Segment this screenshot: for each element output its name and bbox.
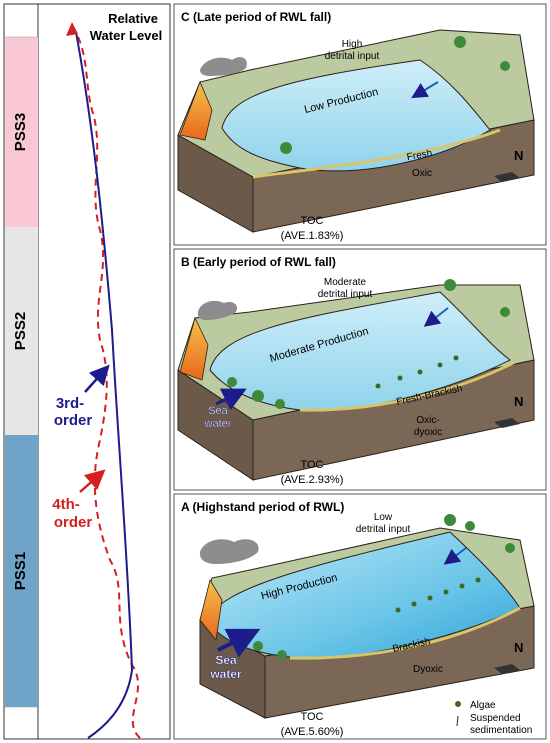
tree: [500, 307, 510, 317]
panel-a-smoke: [199, 539, 259, 564]
panel-a-sea-arrow: [217, 628, 261, 658]
tree: [500, 61, 510, 71]
algae-dot: [397, 375, 403, 381]
algae-dot: [475, 577, 481, 583]
tree: [277, 650, 287, 660]
panel-a-detrital-line1: Low: [374, 512, 393, 523]
legend-suspended-line2: sedimentation: [470, 725, 532, 736]
legend-algae-label: Algae: [470, 700, 496, 711]
panel-b-toc-value: (AVE.2.93%): [281, 474, 344, 486]
panel-b-north-arrow: [494, 418, 520, 428]
panel-a-toc-value: (AVE.5.60%): [281, 726, 344, 738]
tree: [252, 390, 264, 402]
panel-c-toc-value: (AVE.1.83%): [281, 230, 344, 242]
panel-b-sea-arrow: [215, 388, 247, 411]
panel-b-north: N: [514, 394, 523, 409]
panel-a-sea-line2: water: [209, 667, 242, 681]
fourth-order-pointer: [79, 469, 106, 493]
third-order-pointer: [84, 364, 110, 393]
third-order-label-line1: 3rd-: [56, 395, 84, 412]
panel-c-toc-label: TOC: [300, 215, 323, 227]
panel-a-detrital-line2: detrital input: [356, 524, 411, 535]
relative-water-level-column: PSS3 PSS2 PSS1 Relative Water Level 3rd-…: [3, 3, 171, 740]
algae-dot: [427, 595, 433, 601]
panel-c-title: C (Late period of RWL fall): [181, 10, 331, 24]
panel-b-volcano: [179, 316, 209, 381]
panel-c-detrital-line1: High: [342, 39, 363, 50]
tree: [444, 279, 456, 291]
panel-a: A (Highstand period of RWL) Low detrital…: [173, 493, 547, 740]
legend-algae-symbol: [455, 701, 461, 707]
algae-dot: [395, 607, 401, 613]
tree: [454, 36, 466, 48]
panel-c-detrital-line2: detrital input: [325, 51, 380, 62]
tree: [275, 399, 285, 409]
pss2-band: [5, 227, 38, 435]
pss3-label: PSS3: [12, 113, 29, 151]
panel-b-redox-line2: dyoxic: [414, 427, 442, 438]
panel-c-smoke: [200, 57, 247, 76]
panel-b-toc-label: TOC: [300, 459, 323, 471]
panel-c-north-arrow: [494, 172, 520, 182]
legend-suspended-line1: Suspended: [470, 713, 521, 724]
panel-c-flow-arrow: [411, 81, 439, 99]
panel-b-title: B (Early period of RWL fall): [181, 255, 336, 269]
column-frame: [3, 3, 171, 740]
panel-b-redox-line1: Oxic-: [416, 415, 439, 426]
algae-dot: [417, 369, 423, 375]
panel-b-smoke: [197, 300, 238, 320]
third-order-label-line2: order: [54, 412, 93, 429]
fourth-order-curve: [71, 24, 141, 739]
panel-c-volcano: [179, 80, 213, 141]
tree: [227, 377, 237, 387]
column-title-line2: Water Level: [90, 28, 163, 43]
panel-a-north-arrow: [494, 664, 520, 674]
pss1-label: PSS1: [12, 552, 29, 590]
algae-dot: [437, 362, 443, 368]
panel-a-sea-line1: Sea: [215, 653, 237, 667]
tree: [465, 521, 475, 531]
fourth-order-label-line2: order: [54, 514, 93, 531]
third-order-curve: [75, 31, 134, 739]
curve-top-arrowhead: [66, 22, 78, 36]
algae-dot: [443, 589, 449, 595]
tree: [444, 514, 456, 526]
pss1-band: [5, 435, 38, 707]
column-title-line1: Relative: [108, 11, 158, 26]
algae-dot: [375, 383, 381, 389]
algae-dot: [453, 355, 459, 361]
panel-b-detrital-line1: Moderate: [324, 277, 367, 288]
tree: [253, 641, 263, 651]
fourth-order-label-line1: 4th-: [52, 496, 80, 513]
panel-a-north: N: [514, 640, 523, 655]
panel-b-sea-line2: water: [204, 418, 232, 430]
pss3-band: [5, 37, 38, 227]
tree: [505, 543, 515, 553]
algae-dot: [411, 601, 417, 607]
panel-c-redox: Oxic: [412, 168, 432, 179]
panel-c-north: N: [514, 148, 523, 163]
legend-suspended-symbol: [456, 715, 459, 727]
panel-a-title: A (Highstand period of RWL): [181, 500, 344, 514]
panel-a-flow-arrow: [443, 547, 467, 565]
panel-b-sea-line1: Sea: [208, 405, 228, 417]
panel-c-water: Fresh: [406, 148, 433, 163]
panel-c: C (Late period of RWL fall) High detrita…: [173, 3, 547, 246]
panel-b: B (Early period of RWL fall) Moderate de…: [173, 248, 547, 491]
pss2-label: PSS2: [12, 312, 29, 350]
algae-dot: [459, 583, 465, 589]
panel-b-flow-arrow: [423, 307, 449, 327]
panel-a-redox: Dyoxic: [413, 664, 443, 675]
panel-a-toc-label: TOC: [300, 711, 323, 723]
tree: [280, 142, 292, 154]
panel-a-volcano: [199, 578, 223, 641]
panel-b-detrital-line2: detrital input: [318, 289, 373, 300]
